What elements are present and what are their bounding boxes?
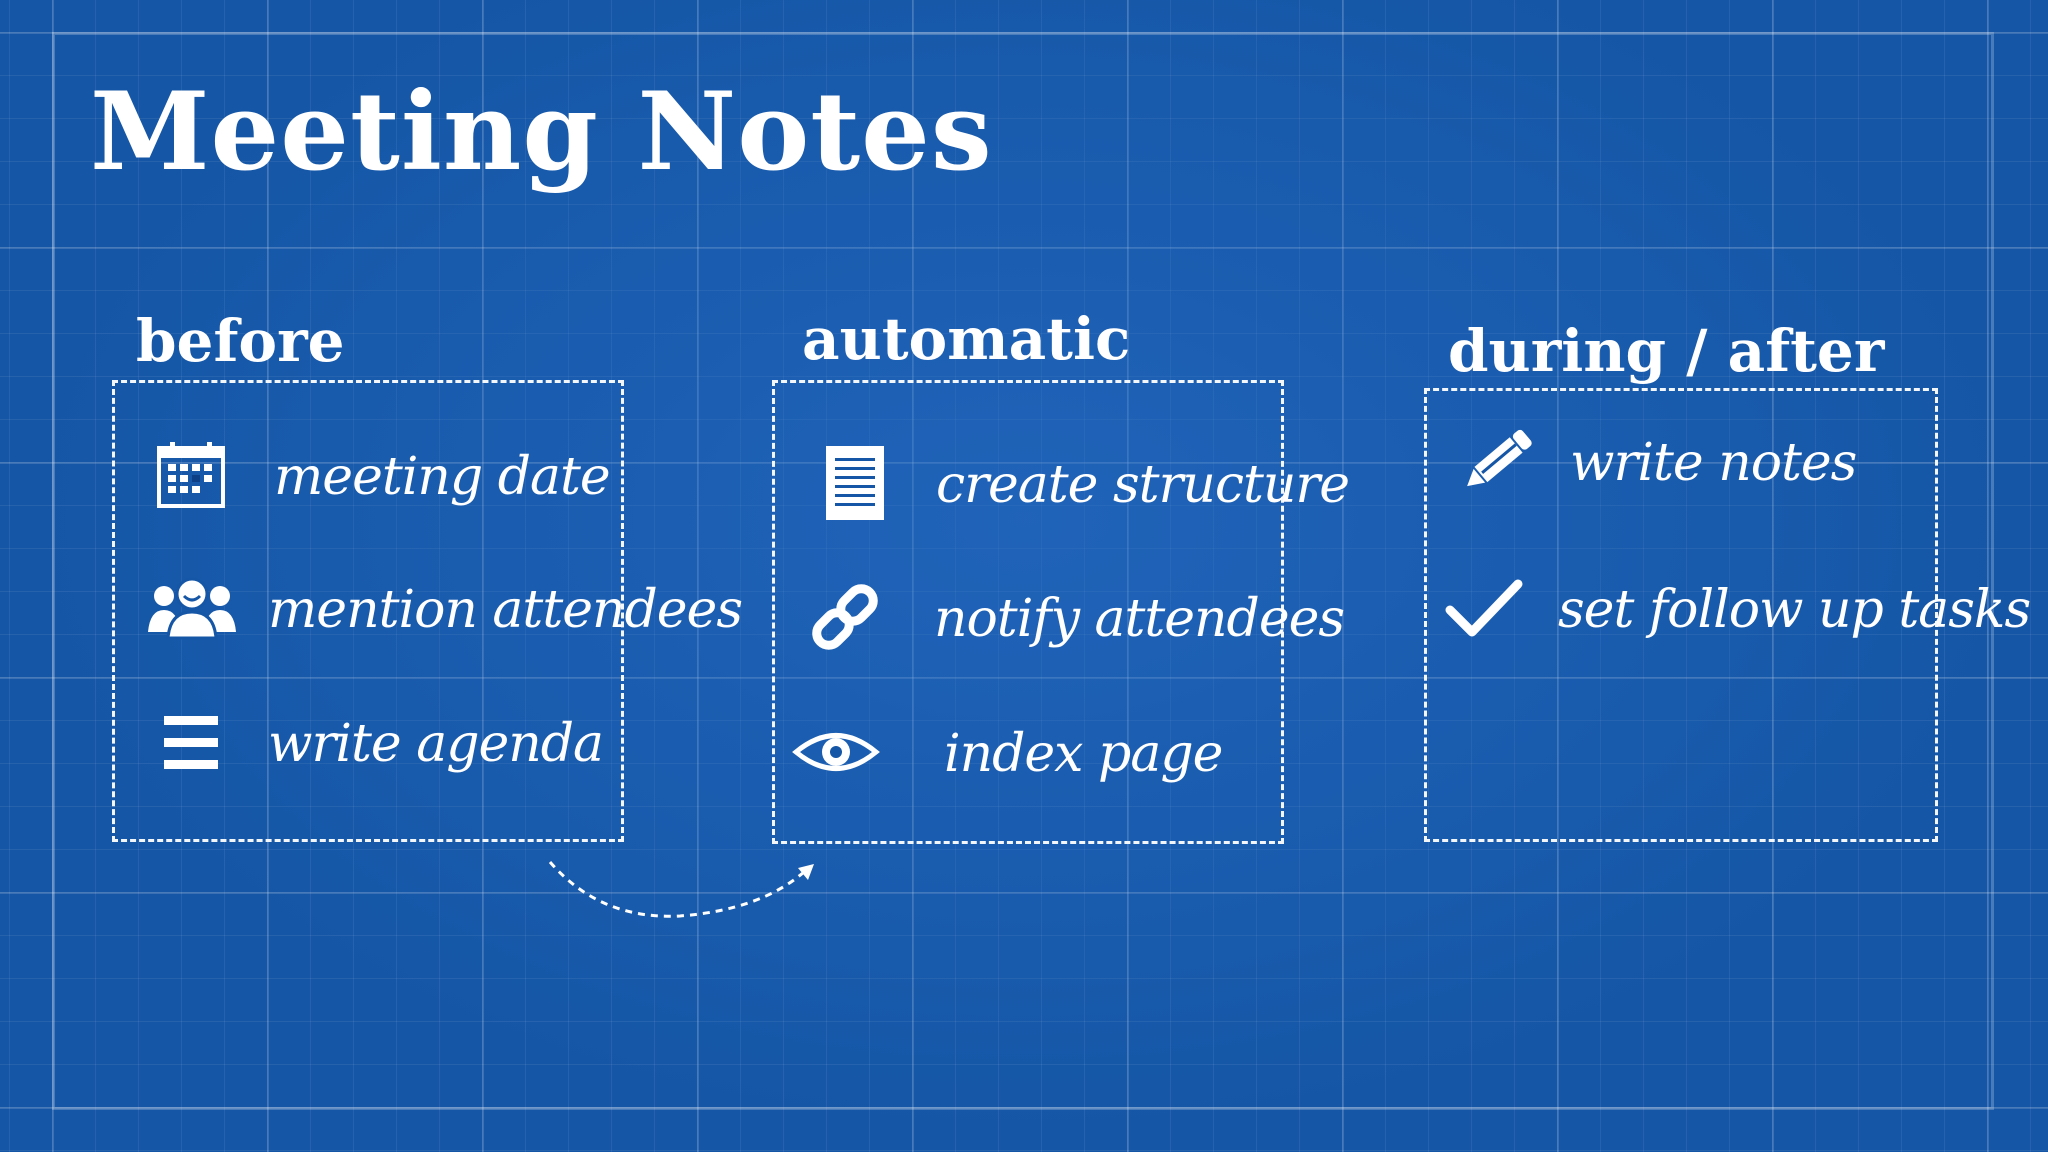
item-label: set follow up tasks <box>1558 580 2031 640</box>
column-heading-automatic: automatic <box>802 305 1131 373</box>
list-item: meeting date <box>156 440 611 514</box>
box-automatic <box>772 380 1284 844</box>
item-label: write notes <box>1570 433 1857 493</box>
list-icon <box>164 714 218 774</box>
box-before <box>112 380 624 842</box>
list-item: notify attendees <box>808 580 1345 658</box>
pencil-icon <box>1454 418 1540 508</box>
list-item: index page <box>792 724 1223 784</box>
checkmark-icon <box>1444 576 1524 644</box>
list-item: write agenda <box>164 714 604 774</box>
link-icon <box>808 580 882 658</box>
column-heading-before: before <box>136 307 345 375</box>
people-icon <box>146 576 238 644</box>
column-heading-during-after: during / after <box>1448 317 1885 385</box>
item-label: index page <box>944 724 1223 784</box>
page-title: Meeting Notes <box>90 69 993 195</box>
item-label: mention attendees <box>268 580 743 640</box>
list-item: write notes <box>1454 418 1857 508</box>
flow-arrow <box>548 861 814 918</box>
item-label: meeting date <box>274 447 611 507</box>
item-label: notify attendees <box>934 589 1345 649</box>
blueprint-frame <box>52 32 1994 1110</box>
box-during-after <box>1424 388 1938 842</box>
list-item: create structure <box>826 446 1350 524</box>
document-icon <box>826 446 884 524</box>
item-label: write agenda <box>268 714 604 774</box>
list-item: mention attendees <box>146 576 743 644</box>
list-item: set follow up tasks <box>1444 576 2031 644</box>
item-label: create structure <box>936 455 1350 515</box>
calendar-icon <box>156 440 226 514</box>
eye-icon <box>792 727 880 781</box>
